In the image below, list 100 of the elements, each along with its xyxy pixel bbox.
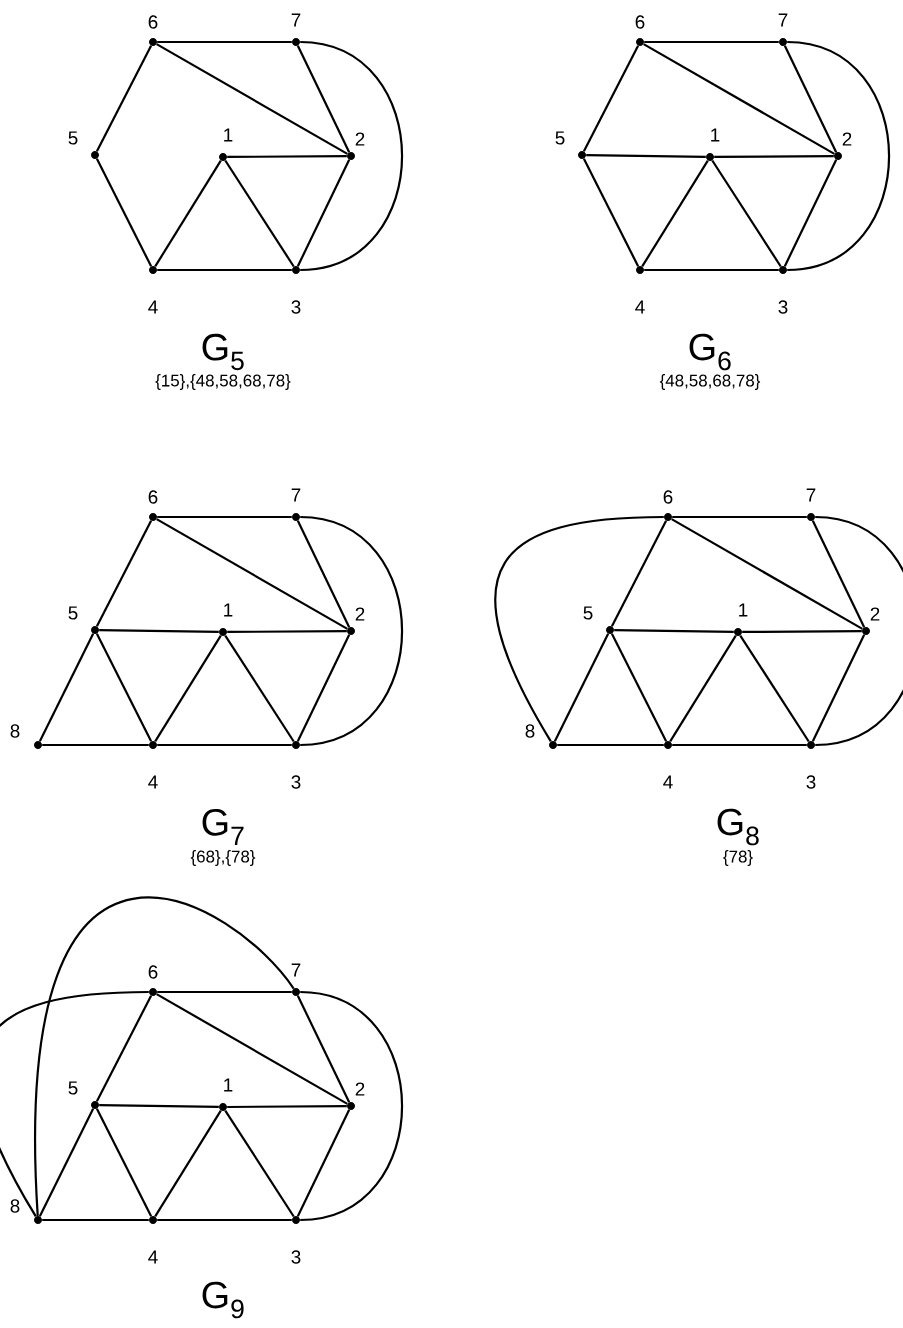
graph-edge <box>300 990 403 1222</box>
vertex-label: 1 <box>739 603 748 617</box>
vertex-label: 7 <box>291 488 301 502</box>
vertex-label: 5 <box>583 606 593 620</box>
vertex-label: 3 <box>291 775 301 789</box>
graph-edge <box>787 40 890 272</box>
graph-edge <box>494 515 664 742</box>
graph-edge <box>95 158 153 267</box>
graph-edge <box>557 743 664 747</box>
graph-edge <box>296 159 351 267</box>
graph-edge <box>582 158 640 267</box>
graph-name: G$_{5}$ <box>202 333 244 371</box>
graph-edge <box>42 1218 149 1222</box>
vertex-label: 3 <box>291 300 301 314</box>
graph-edge <box>42 743 149 747</box>
vertex-label: 8 <box>10 724 20 738</box>
graph-edge <box>811 520 866 628</box>
graph-edge <box>815 515 903 747</box>
graph-edge <box>672 515 807 519</box>
graph-edge <box>99 1104 219 1109</box>
graph-edge <box>296 995 351 1103</box>
vertex-label: 2 <box>355 607 365 621</box>
graph-edge <box>34 897 295 1216</box>
graph-name: G$_{7}$ <box>202 808 244 846</box>
vertex-label: 7 <box>291 963 301 977</box>
vertex-label: 5 <box>68 606 78 620</box>
graph-edge <box>739 634 810 743</box>
graph-name: G$_{9}$ <box>202 1281 244 1319</box>
graph-name: G$_{6}$ <box>689 333 731 371</box>
graph-edge <box>157 1218 292 1222</box>
vertex-label: 6 <box>148 490 158 504</box>
graph-edge <box>95 1108 153 1217</box>
graph-edge <box>300 515 403 747</box>
graph-edge <box>38 1108 95 1217</box>
graph-edge <box>644 40 779 44</box>
graph-edge <box>95 995 153 1102</box>
vertex-label: 4 <box>663 775 673 789</box>
vertex-label: 3 <box>778 300 788 314</box>
graph-name: G$_{8}$ <box>717 808 759 846</box>
graph-edge <box>671 518 863 630</box>
graph-edge <box>296 1109 351 1217</box>
vertex-label: 4 <box>148 300 158 314</box>
graph-edge <box>610 520 668 627</box>
graph-edge <box>672 743 807 747</box>
vertex-label: 2 <box>355 1082 365 1096</box>
graph-edge <box>156 518 348 630</box>
graph-edge <box>811 634 866 742</box>
graph-edge <box>157 990 292 994</box>
graph-edge <box>157 515 292 519</box>
graph-edge <box>714 154 834 159</box>
vertex-label: 6 <box>148 965 158 979</box>
vertex-label: 6 <box>635 15 645 29</box>
vertex-label: 2 <box>870 607 880 621</box>
graph-edge <box>224 159 295 268</box>
graph-edge <box>296 45 351 153</box>
vertex-label: 7 <box>291 13 301 27</box>
graph-edge <box>582 45 640 152</box>
graph-edge <box>296 634 351 742</box>
graph-edge <box>157 40 292 44</box>
graph-edge <box>227 154 347 159</box>
vertex-label: 4 <box>148 775 158 789</box>
graph-edge <box>614 628 734 634</box>
graph-edge <box>227 629 347 634</box>
vertex-label: 5 <box>68 1081 78 1095</box>
graph-edge <box>95 520 153 627</box>
vertex-label: 5 <box>555 131 565 145</box>
edge-set-label: {78} <box>723 850 753 866</box>
vertex-label: 3 <box>806 775 816 789</box>
vertex-label: 8 <box>525 724 535 738</box>
graph-edge <box>227 1104 347 1109</box>
vertex-label: 8 <box>10 1199 20 1213</box>
graph-edge <box>783 159 838 267</box>
graph-edge <box>0 990 149 1217</box>
graph-edge <box>300 40 403 272</box>
graph-edge <box>783 45 838 153</box>
edge-set-label: {15},{48,58,68,78} <box>155 374 291 390</box>
vertex-label: 2 <box>355 132 365 146</box>
vertex-label: 6 <box>663 490 673 504</box>
graph-edge <box>296 520 351 628</box>
graph-edge <box>742 629 862 634</box>
graph-edge <box>643 43 835 155</box>
graph-edge <box>641 160 709 267</box>
graph-edge <box>154 160 222 267</box>
graph-edge <box>224 1109 295 1218</box>
vertex-label: 3 <box>291 1250 301 1264</box>
graph-edge <box>156 993 348 1105</box>
vertex-label: 1 <box>224 128 233 142</box>
graph-edge <box>644 268 779 272</box>
graph-edge <box>610 633 668 742</box>
graph-edge <box>38 633 95 742</box>
vertex-label: 2 <box>842 132 852 146</box>
vertex-label: 1 <box>224 1078 233 1092</box>
graph-edge <box>157 268 292 272</box>
graph-edge <box>586 153 706 159</box>
graph-edge <box>157 743 292 747</box>
graph-edge <box>154 635 222 742</box>
graph-edge <box>553 633 610 742</box>
edge-set-label: {68},{78} <box>190 850 256 866</box>
vertex-label: 1 <box>224 603 233 617</box>
vertex-label: 1 <box>711 128 720 142</box>
